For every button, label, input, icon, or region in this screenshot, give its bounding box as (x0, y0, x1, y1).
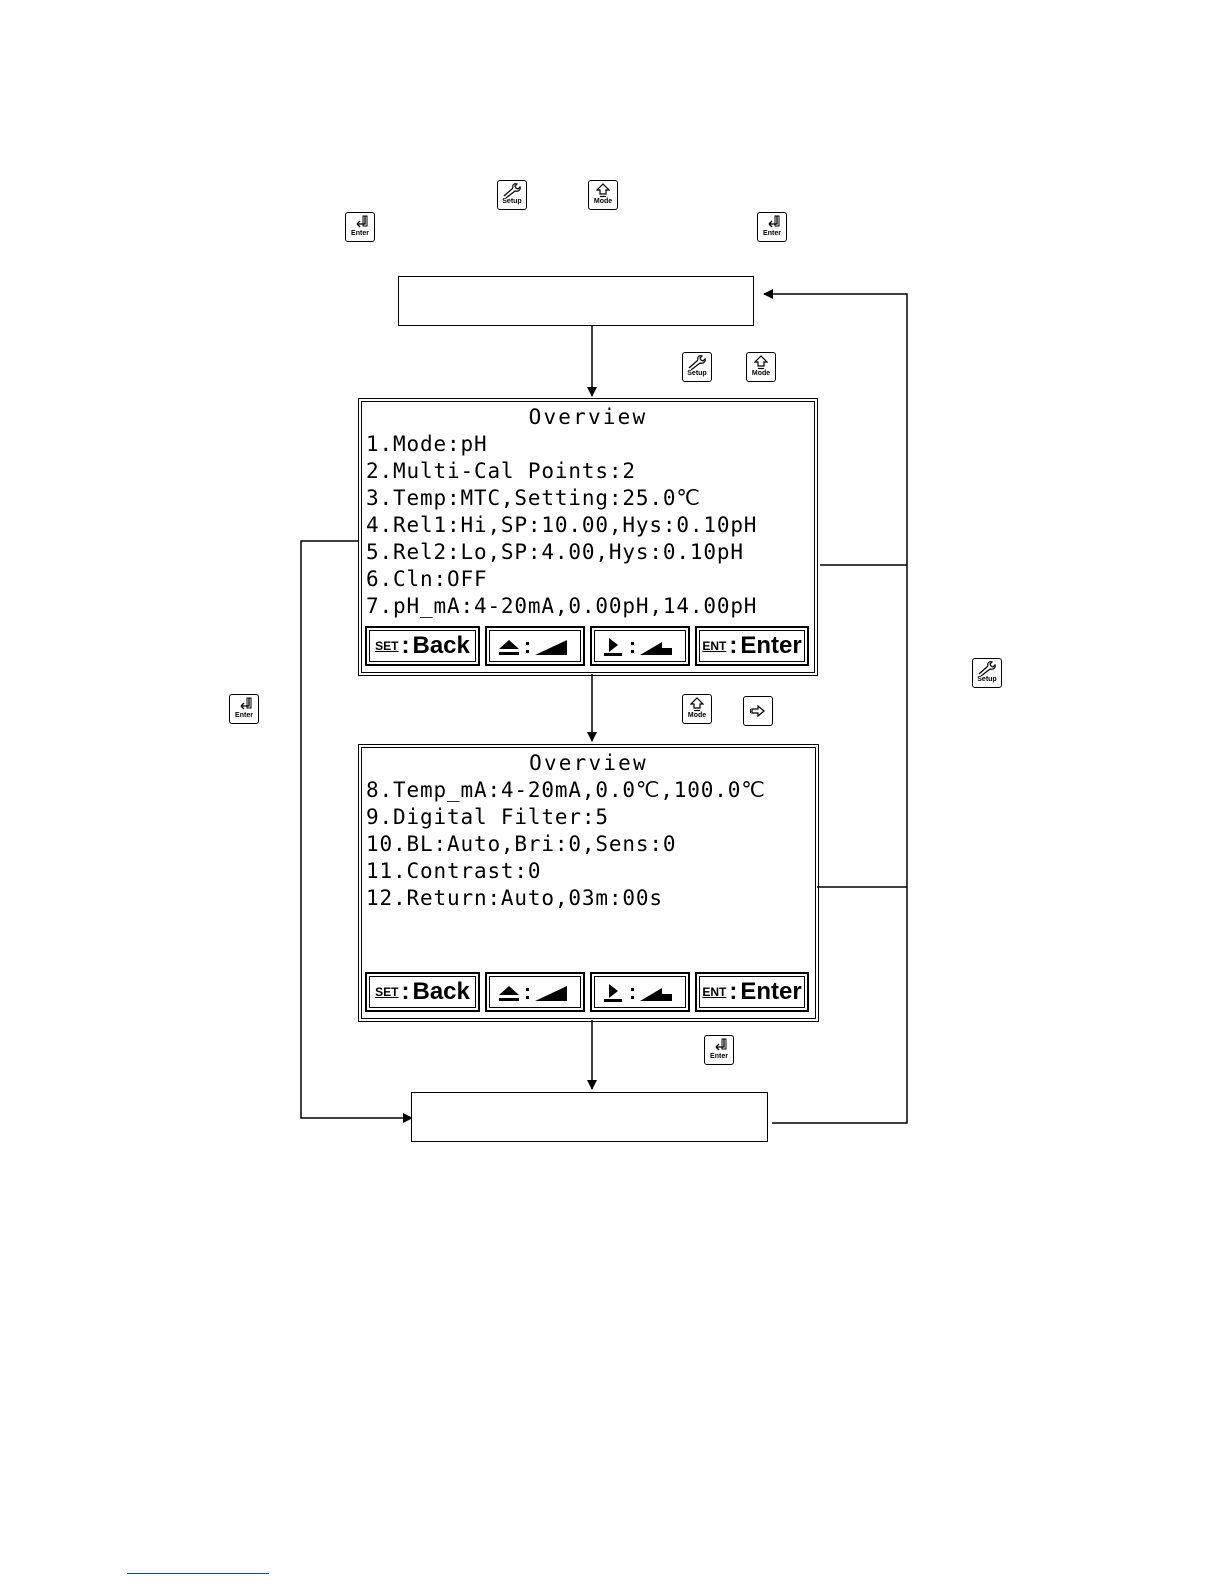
mode-key[interactable]: Mode (682, 694, 712, 724)
key-label: Setup (687, 370, 707, 377)
menu-item-cln[interactable]: 6.Cln:OFF (366, 567, 488, 591)
footer-rule (127, 1573, 269, 1574)
softkey-abbr: ENT (702, 639, 727, 653)
softkey-colon: : (729, 632, 738, 659)
menu-item-rel1[interactable]: 4.Rel1:Hi,SP:10.00,Hys:0.10pH (366, 513, 758, 537)
back-softkey[interactable]: SET:Back (365, 972, 480, 1012)
enter-key[interactable]: Enter (757, 212, 787, 242)
right-shift-icon (604, 984, 672, 1002)
key-label: Enter (710, 1053, 728, 1060)
up-increase-icon (499, 640, 567, 655)
mode-key[interactable]: Mode (746, 352, 776, 382)
arrow-bottom-return-top (763, 289, 908, 1124)
end-screen-box (411, 1092, 768, 1142)
screen-title: Overview (528, 405, 648, 429)
right-key[interactable] (743, 696, 773, 726)
overview-screen-1: Overview 1.Mode:pH 2.Multi-Cal Points:2 … (358, 398, 818, 676)
softkey-colon: : (401, 978, 410, 1005)
up-arrow-icon (596, 183, 610, 198)
enter-arrow-icon (356, 215, 368, 228)
key-label: Mode (593, 198, 613, 205)
menu-item-mode[interactable]: 1.Mode:pH (366, 432, 488, 456)
softkey-abbr: ENT (702, 985, 727, 999)
up-arrow-icon (754, 355, 768, 370)
wrench-icon (503, 183, 521, 198)
wrench-icon (688, 355, 706, 370)
enter-arrow-icon (768, 215, 780, 228)
enter-arrow-icon (240, 697, 252, 710)
key-label: Mode (751, 370, 771, 377)
enter-key[interactable]: Enter (704, 1035, 734, 1065)
right-softkey[interactable] (590, 626, 690, 666)
softkey-label: Enter (740, 632, 802, 659)
right-softkey[interactable] (590, 972, 690, 1012)
enter-key[interactable]: Enter (229, 694, 259, 724)
key-label: Mode (687, 712, 707, 719)
screen-title: Overview (529, 751, 648, 775)
key-label: Enter (763, 230, 781, 237)
enter-softkey[interactable]: ENT:Enter (695, 626, 809, 666)
menu-item-backlight[interactable]: 10.BL:Auto,Bri:0,Sens:0 (366, 832, 677, 856)
up-arrow-icon (690, 697, 704, 712)
mode-key[interactable]: Mode (588, 180, 618, 210)
softkey-colon: : (729, 978, 738, 1005)
softkey-label: Back (412, 978, 470, 1005)
menu-item-temp[interactable]: 3.Temp:MTC,Setting:25.0℃ (366, 486, 701, 510)
setup-key[interactable]: Setup (682, 352, 712, 382)
softkey-colon: : (401, 632, 410, 659)
key-label: Setup (502, 198, 522, 205)
right-shift-icon (604, 638, 672, 656)
up-softkey[interactable] (485, 972, 585, 1012)
back-softkey[interactable]: SET:Back (365, 626, 480, 666)
enter-key[interactable]: Enter (345, 212, 375, 242)
right-arrow-icon (750, 705, 765, 717)
enter-softkey[interactable]: ENT:Enter (695, 972, 809, 1012)
key-label: Enter (235, 712, 253, 719)
up-softkey[interactable] (485, 626, 585, 666)
wrench-icon (978, 661, 996, 676)
softkey-abbr: SET (375, 639, 399, 653)
setup-key[interactable]: Setup (497, 180, 527, 210)
menu-item-ph-ma[interactable]: 7.pH_mA:4-20mA,0.00pH,14.00pH (366, 594, 758, 618)
softkey-abbr: SET (375, 985, 399, 999)
enter-arrow-icon (715, 1038, 727, 1051)
arrow-screen1-enter-bottom (300, 540, 413, 1123)
up-increase-icon (499, 986, 567, 1001)
softkey-label: Back (412, 632, 470, 659)
overview-screen-2: Overview 8.Temp_mA:4-20mA,0.0℃,100.0℃ 9.… (358, 744, 819, 1022)
softkey-label: Enter (740, 978, 802, 1005)
setup-key[interactable]: Setup (972, 658, 1002, 688)
start-screen-box (398, 276, 754, 326)
menu-item-return[interactable]: 12.Return:Auto,03m:00s (366, 886, 663, 910)
key-label: Setup (977, 676, 997, 683)
menu-item-contrast[interactable]: 11.Contrast:0 (366, 859, 542, 883)
menu-item-multi-cal[interactable]: 2.Multi-Cal Points:2 (366, 459, 636, 483)
menu-item-digital-filter[interactable]: 9.Digital Filter:5 (366, 805, 609, 829)
menu-item-temp-ma[interactable]: 8.Temp_mA:4-20mA,0.0℃,100.0℃ (366, 778, 766, 802)
menu-item-rel2[interactable]: 5.Rel2:Lo,SP:4.00,Hys:0.10pH (366, 540, 744, 564)
key-label: Enter (351, 230, 369, 237)
